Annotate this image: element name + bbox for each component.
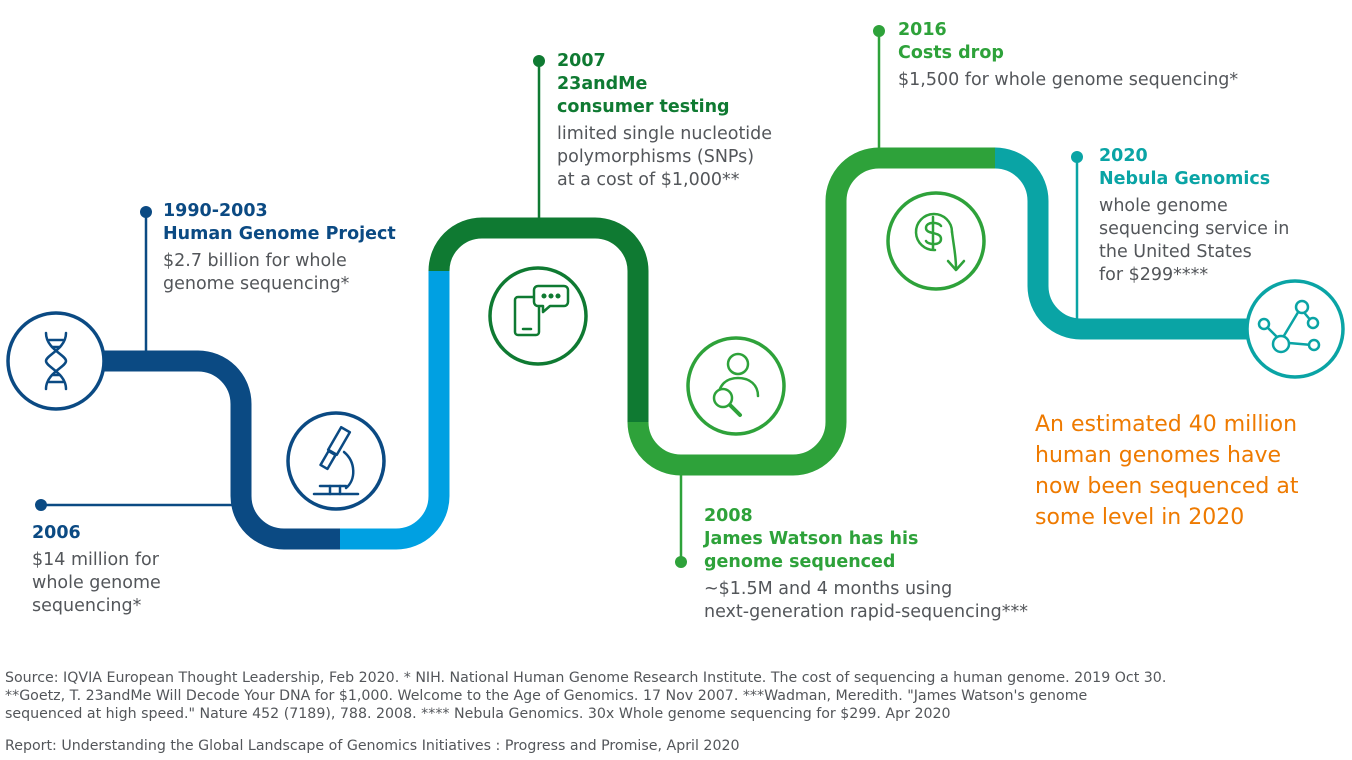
milestone-2007-desc-line: at a cost of $1,000** bbox=[557, 170, 740, 190]
dollar-down-icon bbox=[914, 212, 966, 272]
timeline-path-blue bbox=[340, 271, 450, 550]
pin-dot-2006 bbox=[35, 499, 47, 511]
milestone-1990-desc-line: $2.7 billion for whole bbox=[163, 251, 347, 271]
milestone-2007-desc-line: polymorphisms (SNPs) bbox=[557, 147, 755, 167]
network-icon-circle bbox=[1245, 279, 1345, 379]
microscope-icon bbox=[312, 425, 360, 496]
milestone-2016-year: 2016 bbox=[898, 20, 947, 40]
source-line: **Goetz, T. 23andMe Will Decode Your DNA… bbox=[5, 688, 1088, 704]
source-line: Source: IQVIA European Thought Leadershi… bbox=[5, 670, 1167, 686]
milestone-2020-desc: whole genome sequencing service in the U… bbox=[1099, 195, 1289, 287]
milestone-2020-desc-line: whole genome bbox=[1099, 196, 1228, 216]
milestone-1990-desc-line: genome sequencing* bbox=[163, 274, 350, 294]
microscope-icon-circle bbox=[286, 411, 386, 511]
callout-line: human genomes have bbox=[1035, 443, 1282, 468]
timeline-graphic bbox=[6, 25, 1345, 568]
milestone-2006: 2006 $14 million for whole genome sequen… bbox=[32, 522, 161, 618]
pin-dot-2007 bbox=[533, 55, 545, 67]
milestone-2006-desc: $14 million for whole genome sequencing* bbox=[32, 549, 161, 618]
milestone-2008-title: James Watson has his genome sequenced bbox=[704, 528, 1028, 574]
milestone-2007-title-line: consumer testing bbox=[557, 97, 730, 117]
phone-chat-icon bbox=[513, 284, 570, 337]
callout-line: some level in 2020 bbox=[1035, 505, 1245, 530]
pin-dot-2008 bbox=[675, 556, 687, 568]
pin-dot-2020 bbox=[1071, 151, 1083, 163]
milestone-2007-desc: limited single nucleotide polymorphisms … bbox=[557, 123, 772, 192]
milestone-2006-desc-line: sequencing* bbox=[32, 596, 142, 616]
milestone-2008-desc-line: next-generation rapid-sequencing*** bbox=[704, 602, 1029, 622]
dollar-down-icon-circle bbox=[886, 191, 986, 291]
milestone-2008-title-line: James Watson has his bbox=[704, 529, 919, 549]
milestone-2007-desc-line: limited single nucleotide bbox=[557, 124, 773, 144]
milestone-2020-desc-line: the United States bbox=[1099, 242, 1252, 262]
milestone-2016-desc: $1,500 for whole genome sequencing* bbox=[898, 69, 1238, 92]
milestone-2020-title: Nebula Genomics bbox=[1099, 169, 1271, 189]
milestone-1990-year: 1990-2003 bbox=[163, 201, 268, 221]
report-line: Report: Understanding the Global Landsca… bbox=[5, 738, 740, 754]
timeline-path-darkgreen bbox=[428, 217, 649, 422]
callout-line: An estimated 40 million bbox=[1035, 412, 1298, 437]
source-note: Source: IQVIA European Thought Leadershi… bbox=[5, 669, 1166, 723]
pin-dot-2016 bbox=[873, 25, 885, 37]
milestone-2007-title-line: 23andMe bbox=[557, 74, 648, 94]
milestone-2006-desc-line: whole genome bbox=[32, 573, 161, 593]
person-search-icon bbox=[712, 352, 760, 417]
milestone-2008-title-line: genome sequenced bbox=[704, 552, 896, 572]
milestone-2006-desc-line: $14 million for bbox=[32, 550, 159, 570]
dna-icon-circle bbox=[6, 311, 106, 411]
milestone-2008: 2008 James Watson has his genome sequenc… bbox=[704, 505, 1028, 624]
person-search-icon-circle bbox=[686, 336, 786, 436]
milestone-2007-title: 23andMe consumer testing bbox=[557, 73, 772, 119]
report-note: Report: Understanding the Global Landsca… bbox=[5, 737, 740, 755]
milestone-1990-desc: $2.7 billion for whole genome sequencing… bbox=[163, 250, 396, 296]
timeline-path-teal bbox=[994, 147, 1270, 340]
timeline-path-navy bbox=[57, 350, 340, 550]
milestone-2016-title: Costs drop bbox=[898, 43, 1004, 63]
milestone-2006-year: 2006 bbox=[32, 523, 81, 543]
callout-line: now been sequenced at bbox=[1035, 474, 1299, 499]
milestone-2016-desc-line: $1,500 for whole genome sequencing* bbox=[898, 70, 1239, 90]
milestone-2020: 2020 Nebula Genomics whole genome sequen… bbox=[1099, 145, 1289, 287]
milestone-2007: 2007 23andMe consumer testing limited si… bbox=[557, 50, 772, 192]
network-icon bbox=[1257, 299, 1321, 354]
milestone-2008-desc: ~$1.5M and 4 months using next-generatio… bbox=[704, 578, 1028, 624]
milestone-1990-title: Human Genome Project bbox=[163, 224, 396, 244]
milestone-2020-year: 2020 bbox=[1099, 146, 1148, 166]
source-line: sequenced at high speed." Nature 452 (71… bbox=[5, 706, 951, 722]
milestone-2020-desc-line: sequencing service in bbox=[1099, 219, 1290, 239]
callout-text: An estimated 40 million human genomes ha… bbox=[1035, 409, 1298, 533]
milestone-2008-year: 2008 bbox=[704, 506, 753, 526]
milestone-2020-desc-line: for $299**** bbox=[1099, 265, 1209, 285]
timeline-path-green bbox=[627, 147, 995, 476]
milestone-2016: 2016 Costs drop $1,500 for whole genome … bbox=[898, 19, 1238, 92]
pin-dot-1990 bbox=[140, 206, 152, 218]
milestone-2007-year: 2007 bbox=[557, 51, 606, 71]
milestone-1990-2003: 1990-2003 Human Genome Project $2.7 bill… bbox=[163, 200, 396, 296]
milestone-2008-desc-line: ~$1.5M and 4 months using bbox=[704, 579, 953, 599]
dna-icon bbox=[44, 331, 68, 391]
